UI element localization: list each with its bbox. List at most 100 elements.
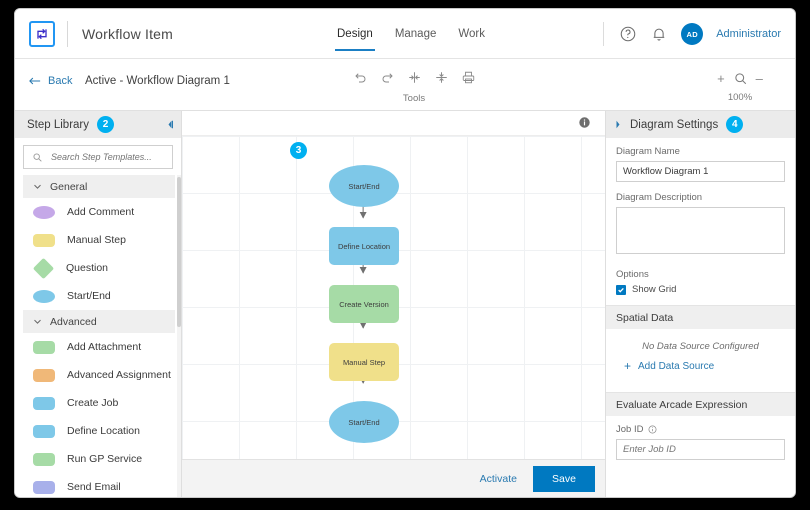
step-item-label: Advanced Assignment [67,369,171,381]
diagram-canvas[interactable]: 3 Start/End Define Location Create Versi… [182,136,605,459]
arcade-section-header: Evaluate Arcade Expression [606,392,795,416]
search-input[interactable] [49,151,164,163]
step-shape-icon [33,368,55,382]
diagram-description-textarea[interactable] [616,207,785,254]
step-item-label: Question [66,262,109,274]
page-title: Workflow Item [82,25,174,42]
magnifier-icon[interactable] [733,71,748,86]
back-label: Back [48,75,73,87]
step-group-label: General [50,180,88,193]
callout-badge-3: 3 [290,142,307,159]
step-item-label: Start/End [67,290,111,302]
info-circle-icon[interactable] [578,116,591,129]
step-shape-icon [33,205,55,219]
show-grid-checkbox[interactable] [616,284,626,295]
diagram-description-label: Diagram Description [616,192,703,203]
job-id-input[interactable] [616,439,785,460]
node-start-end-bottom[interactable]: Start/End [329,401,399,443]
canvas-top-strip [182,111,605,136]
chevron-down-icon [34,319,41,324]
header-actions-divider [603,22,605,46]
step-item-add-comment[interactable]: Add Comment [23,198,175,226]
step-item-run-gp-service[interactable]: Run GP Service [23,445,175,473]
step-item-label: Send Email [67,481,121,493]
canvas-column: 3 Start/End Define Location Create Versi… [182,111,605,497]
tab-design[interactable]: Design [335,9,375,59]
align-vertical-icon[interactable] [434,70,449,85]
help-circle-icon[interactable] [619,25,637,43]
step-shape-icon [33,340,55,354]
app-header: Workflow Item Design Manage Work AD Admi… [15,9,795,59]
chevron-down-icon [34,184,41,189]
back-button[interactable]: Back [29,75,72,87]
zoom-in-button[interactable]: + [717,70,725,86]
tab-work[interactable]: Work [458,28,485,40]
node-define-location[interactable]: Define Location [329,227,399,265]
print-icon[interactable] [461,70,476,85]
step-shape-icon [33,424,55,438]
step-item-manual-step[interactable]: Manual Step [23,226,175,254]
header-tabs: Design Manage Work [335,9,485,59]
step-item-define-location[interactable]: Define Location [23,417,175,445]
collapse-left-icon[interactable] [166,120,174,129]
canvas-action-bar: Activate Save [182,459,605,497]
activate-button[interactable]: Activate [479,472,517,485]
step-library-scrollbar-track[interactable] [177,175,181,497]
align-horizontal-icon[interactable] [407,70,422,85]
step-item-label: Create Job [67,397,119,409]
step-library-scrollbar-thumb[interactable] [177,177,181,327]
step-library-panel: Step Library 2 [15,111,182,497]
step-item-question[interactable]: Question [23,254,175,282]
step-shape-icon [33,233,55,247]
workflow-logo-icon[interactable] [29,20,55,47]
arrow-left-icon [29,77,41,85]
step-library-header: Step Library 2 [15,111,181,138]
user-name[interactable]: Administrator [716,28,781,40]
step-item-advanced-assignment[interactable]: Advanced Assignment [23,361,175,389]
redo-icon[interactable] [380,70,395,85]
undo-icon[interactable] [353,70,368,85]
callout-badge-2: 2 [97,116,115,133]
search-box[interactable] [23,145,173,169]
diagram-name-input[interactable] [616,161,785,182]
step-group-general[interactable]: General [23,175,175,198]
step-shape-icon [33,452,55,466]
step-item-start-end[interactable]: Start/End [23,282,175,310]
header-divider [67,20,68,47]
show-grid-row[interactable]: Show Grid [616,284,785,295]
tab-manage[interactable]: Manage [394,28,437,40]
add-data-source-label: Add Data Source [638,360,715,372]
job-id-label: Job ID [616,424,644,435]
sub-toolbar: Back Active - Workflow Diagram 1 [15,59,795,111]
node-start-end-top[interactable]: Start/End [329,165,399,207]
avatar[interactable]: AD [681,23,704,45]
save-button[interactable]: Save [533,465,595,492]
diagram-settings-body: Diagram Name Diagram Description Options… [606,138,795,295]
node-create-version[interactable]: Create Version [329,285,399,323]
bell-icon[interactable] [650,25,668,43]
arcade-body: Job ID [606,416,795,460]
node-manual-step[interactable]: Manual Step [329,343,399,381]
step-item-label: Define Location [67,425,140,437]
step-library-title: Step Library [27,118,90,131]
zoom-out-button[interactable]: – [755,70,763,86]
info-circle-icon[interactable] [648,425,657,434]
zoom-group: + – 100% [695,67,785,104]
step-shape-icon [32,257,55,279]
document-title: Active - Workflow Diagram 1 [85,75,230,87]
step-library-list[interactable]: General Add Comment Manual Step Question… [23,175,175,497]
spatial-data-section-header: Spatial Data [606,305,795,329]
step-item-label: Add Comment [67,206,135,218]
step-item-add-attachment[interactable]: Add Attachment [23,333,175,361]
zoom-level: 100% [727,92,753,103]
step-item-label: Run GP Service [67,453,143,465]
expand-right-icon[interactable] [614,120,622,129]
callout-badge-4: 4 [726,116,744,133]
add-data-source-button[interactable]: + Add Data Source [606,360,795,382]
step-item-label: Add Attachment [67,341,142,353]
step-group-advanced[interactable]: Advanced [23,310,175,333]
step-item-create-job[interactable]: Create Job [23,389,175,417]
diagram-settings-panel: Diagram Settings 4 Diagram Name Diagram … [605,111,795,497]
search-icon [33,152,42,162]
step-item-send-email[interactable]: Send Email [23,473,175,497]
